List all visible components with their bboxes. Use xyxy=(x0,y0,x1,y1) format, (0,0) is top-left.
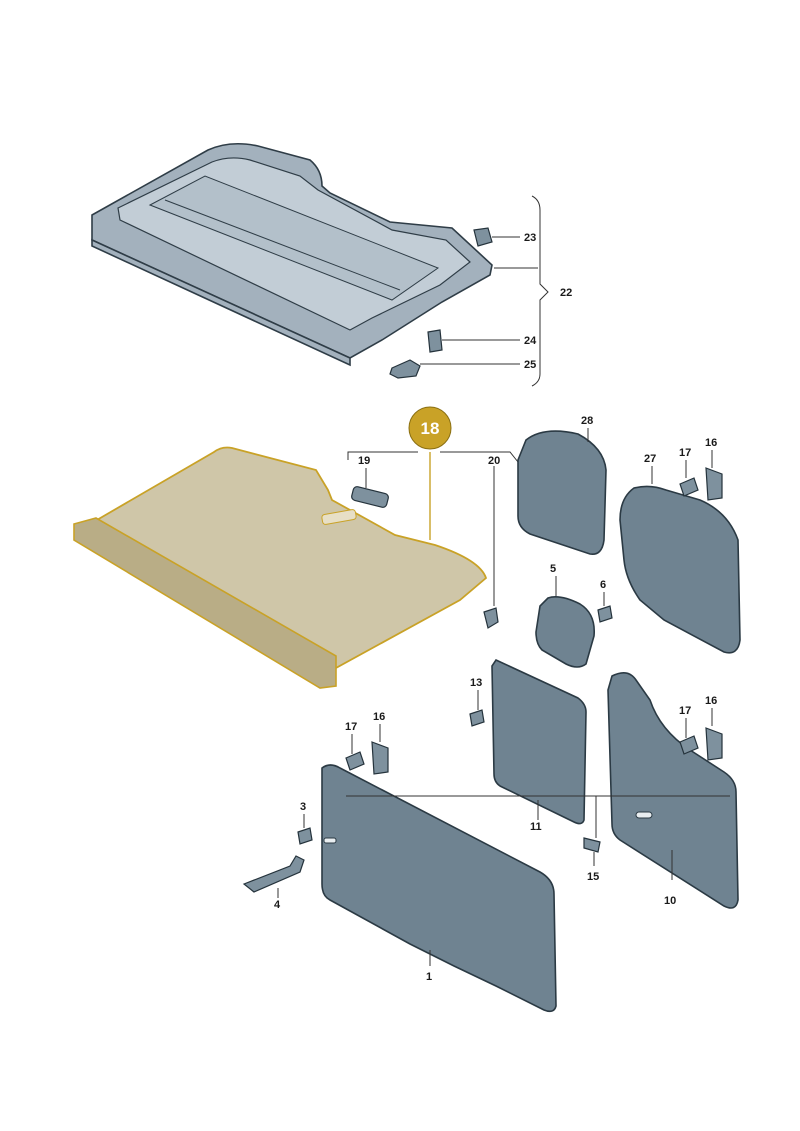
callout-17c: 17 xyxy=(679,705,691,717)
callout-25: 25 xyxy=(524,359,536,371)
trim-panel-27[interactable] xyxy=(619,485,741,654)
callout-27: 27 xyxy=(644,453,656,465)
hook-icon[interactable] xyxy=(389,359,421,379)
callout-3: 3 xyxy=(300,801,306,813)
trim-panel-28[interactable] xyxy=(517,430,607,556)
clip-icon[interactable] xyxy=(473,227,493,247)
clip-icon-15[interactable] xyxy=(583,837,601,853)
screw-icon-17c[interactable] xyxy=(679,735,699,755)
handle-icon-4[interactable] xyxy=(242,855,305,893)
clip-icon-20[interactable] xyxy=(483,607,499,629)
callout-13: 13 xyxy=(470,677,482,689)
screw-icon-13[interactable] xyxy=(469,709,485,727)
callout-16a: 16 xyxy=(705,437,717,449)
callout-16b: 16 xyxy=(373,711,385,723)
trim-panel-10[interactable] xyxy=(607,672,739,909)
parcel-shelf-icon[interactable] xyxy=(91,142,493,367)
screw-icon-17a[interactable] xyxy=(679,477,699,497)
callout-6: 6 xyxy=(600,579,606,591)
cover-cap-5[interactable] xyxy=(535,596,596,668)
screw-icon-6[interactable] xyxy=(597,605,613,623)
callout-19: 19 xyxy=(358,455,370,467)
callout-28: 28 xyxy=(581,415,593,427)
callout-15: 15 xyxy=(587,871,599,883)
callout-22: 22 xyxy=(560,287,572,299)
callout-1: 1 xyxy=(426,971,432,983)
strip-icon[interactable] xyxy=(351,486,389,508)
clip-icon-16b[interactable] xyxy=(371,741,389,775)
trim-panel-11[interactable] xyxy=(491,658,587,825)
callout-17a: 17 xyxy=(679,447,691,459)
callout-20: 20 xyxy=(488,455,500,467)
bracket-icon[interactable] xyxy=(427,329,443,353)
trim-panel-1[interactable] xyxy=(321,764,557,1013)
callout-16c: 16 xyxy=(705,695,717,707)
screw-icon-3[interactable] xyxy=(297,827,313,845)
callout-17b: 17 xyxy=(345,721,357,733)
screw-icon-17b[interactable] xyxy=(345,751,365,771)
callout-23: 23 xyxy=(524,232,536,244)
highlight-badge[interactable] xyxy=(408,406,452,450)
luggage-cover-icon[interactable] xyxy=(73,446,488,689)
callout-4: 4 xyxy=(274,899,281,911)
callout-10: 10 xyxy=(664,895,676,907)
callout-11: 11 xyxy=(530,821,542,833)
clip-icon-16a[interactable] xyxy=(705,467,723,501)
clip-icon-16c[interactable] xyxy=(705,727,723,761)
callout-5: 5 xyxy=(550,563,556,575)
callout-18: 18 xyxy=(421,419,440,438)
callout-24: 24 xyxy=(524,335,537,347)
